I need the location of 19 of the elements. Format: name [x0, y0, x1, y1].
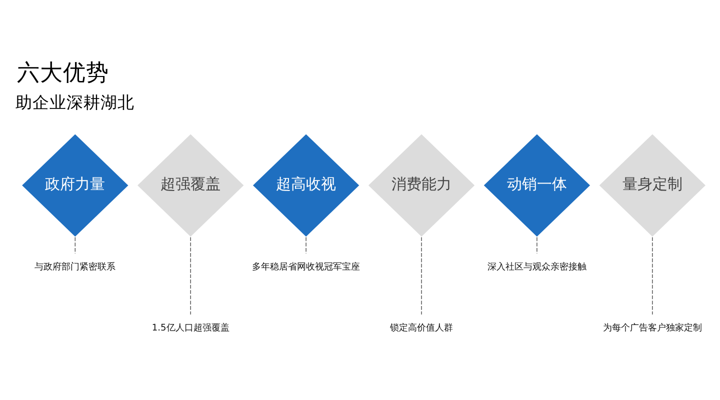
node-diamond: 消费能力	[367, 132, 476, 238]
connector	[652, 236, 653, 314]
node-text: 与政府部门紧密联系	[34, 262, 116, 272]
node-diamond: 政府力量	[21, 132, 130, 238]
connector	[536, 236, 538, 254]
node-text: 1.5亿人口超强覆盖	[152, 323, 230, 334]
connector	[421, 236, 422, 314]
node-diamond: 量身定制	[598, 132, 707, 238]
connector	[190, 236, 191, 314]
diagram-title: 六大优势	[17, 60, 110, 86]
node-text: 锁定高价值人群	[390, 323, 453, 334]
connector	[74, 236, 76, 254]
label: 助企业深耕湖北	[16, 92, 135, 112]
node-text: 多年稳居省网收视冠军宝座	[252, 262, 360, 272]
node-diamond: 超高收视	[252, 132, 360, 238]
node-diamond: 动销一体	[482, 132, 592, 238]
node-diamond: 超强覆盖	[136, 132, 245, 238]
node-text: 深入社区与观众亲密接触	[487, 262, 586, 272]
node-text: 为每个广告客户独家定制	[602, 323, 702, 334]
